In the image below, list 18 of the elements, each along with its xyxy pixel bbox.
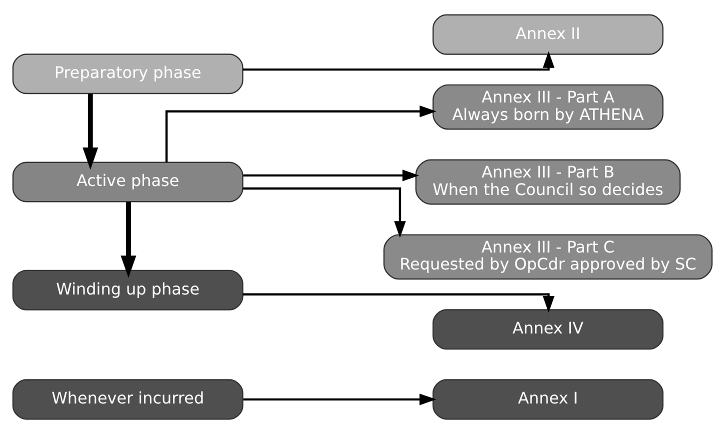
node-box: Annex III - Part C Requested by OpCdr approved by SC bbox=[383, 234, 713, 280]
arrow bbox=[243, 394, 436, 406]
node-box: Whenever incurred bbox=[12, 379, 244, 420]
arrow bbox=[243, 170, 420, 182]
node-box: Winding up phase bbox=[12, 270, 244, 310]
arrow bbox=[242, 187, 406, 238]
arrow bbox=[82, 94, 98, 170]
node-box: Annex I bbox=[432, 379, 664, 420]
node-box: Annex III - Part A Always born by ATHENA bbox=[432, 84, 664, 130]
arrow bbox=[120, 202, 136, 278]
node-box: Active phase bbox=[12, 162, 244, 202]
arrow bbox=[242, 293, 554, 313]
node-box: Preparatory phase bbox=[12, 54, 244, 94]
node-box: Annex II bbox=[432, 14, 664, 55]
node-box: Annex IV bbox=[432, 309, 664, 350]
arrow bbox=[165, 106, 436, 162]
arrow bbox=[242, 51, 554, 71]
node-box: Annex III - Part B When the Council so decides bbox=[415, 159, 681, 205]
